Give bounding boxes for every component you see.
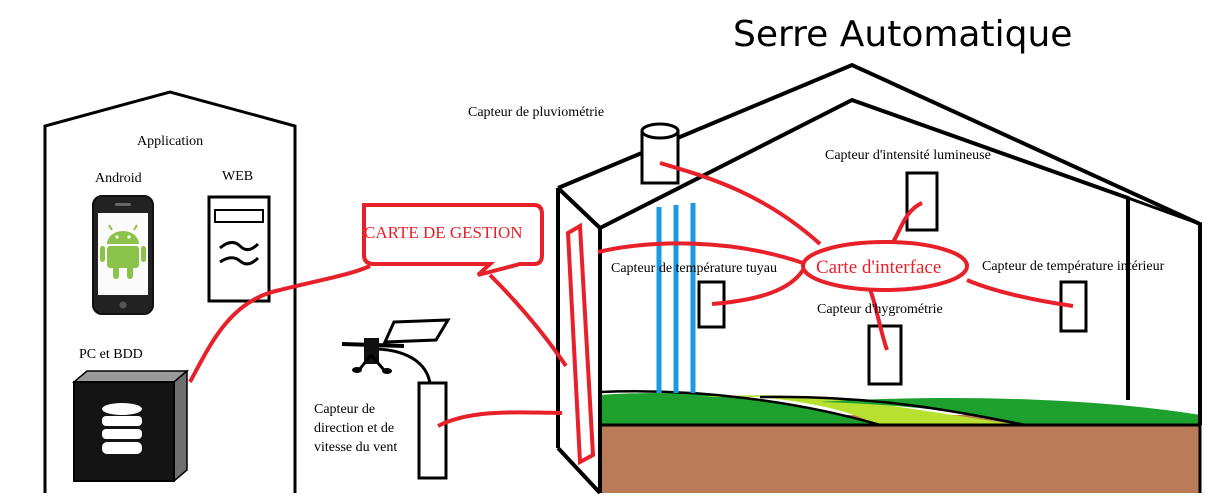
android-phone-icon <box>92 195 154 315</box>
link-light-to-interface <box>891 201 923 244</box>
wall-cable-bus <box>565 222 596 466</box>
link-pc-to-gestion <box>188 264 371 383</box>
light-sensor-label: Capteur d'intensité lumineuse <box>825 148 991 163</box>
light-sensor-box <box>905 171 939 232</box>
ground-soil <box>600 415 1200 493</box>
carte-gestion-label: CARTE DE GESTION <box>364 223 523 242</box>
hygrometry-sensor-box <box>867 324 903 386</box>
link-inside-temp-to-interface <box>966 278 1074 308</box>
carte-gestion-box <box>362 203 544 277</box>
carte-interface-ellipse <box>801 240 969 292</box>
grass-left <box>600 393 880 425</box>
carte-interface-label: Carte d'interface <box>816 257 942 278</box>
android-label: Android <box>95 171 142 186</box>
link-gestion-to-wall <box>488 273 568 368</box>
database-computer-icon <box>71 369 190 483</box>
web-server-icon <box>207 195 271 303</box>
wind-sensor-label-line-3: vitesse du vent <box>314 440 398 455</box>
application-house-outline <box>43 90 297 493</box>
link-pluvio-to-interface <box>659 161 822 246</box>
wind-sensor-label-line-2: direction et de <box>314 421 395 436</box>
pipe-temperature-sensor-label: Capteur de température tuyau <box>611 261 777 276</box>
diagram-title: Serre Automatique <box>733 14 1073 55</box>
pc-bdd-label: PC et BDD <box>79 347 143 362</box>
link-wall-to-interface <box>597 241 804 265</box>
pipe-temperature-sensor-box <box>697 280 726 329</box>
grass-middle <box>700 395 1020 425</box>
web-label: WEB <box>222 169 254 184</box>
link-wind-to-wall <box>437 410 563 428</box>
rain-gauge-sensor-icon <box>640 122 680 185</box>
link-hygro-to-interface <box>868 289 889 351</box>
communication-links <box>188 161 1074 466</box>
hygrometry-sensor-label: Capteur d'hygrométrie <box>817 302 943 317</box>
greenhouse <box>556 62 1202 495</box>
application-label: Application <box>137 134 204 149</box>
wind-sensor-icon <box>341 318 451 480</box>
pluviometrie-sensor-label: Capteur de pluviométrie <box>468 105 605 120</box>
inside-temperature-sensor-label: Capteur de température intérieur <box>982 259 1165 274</box>
wind-sensor-label-line-1: Capteur de <box>314 402 376 417</box>
link-pipe-temp-to-interface <box>711 268 805 306</box>
